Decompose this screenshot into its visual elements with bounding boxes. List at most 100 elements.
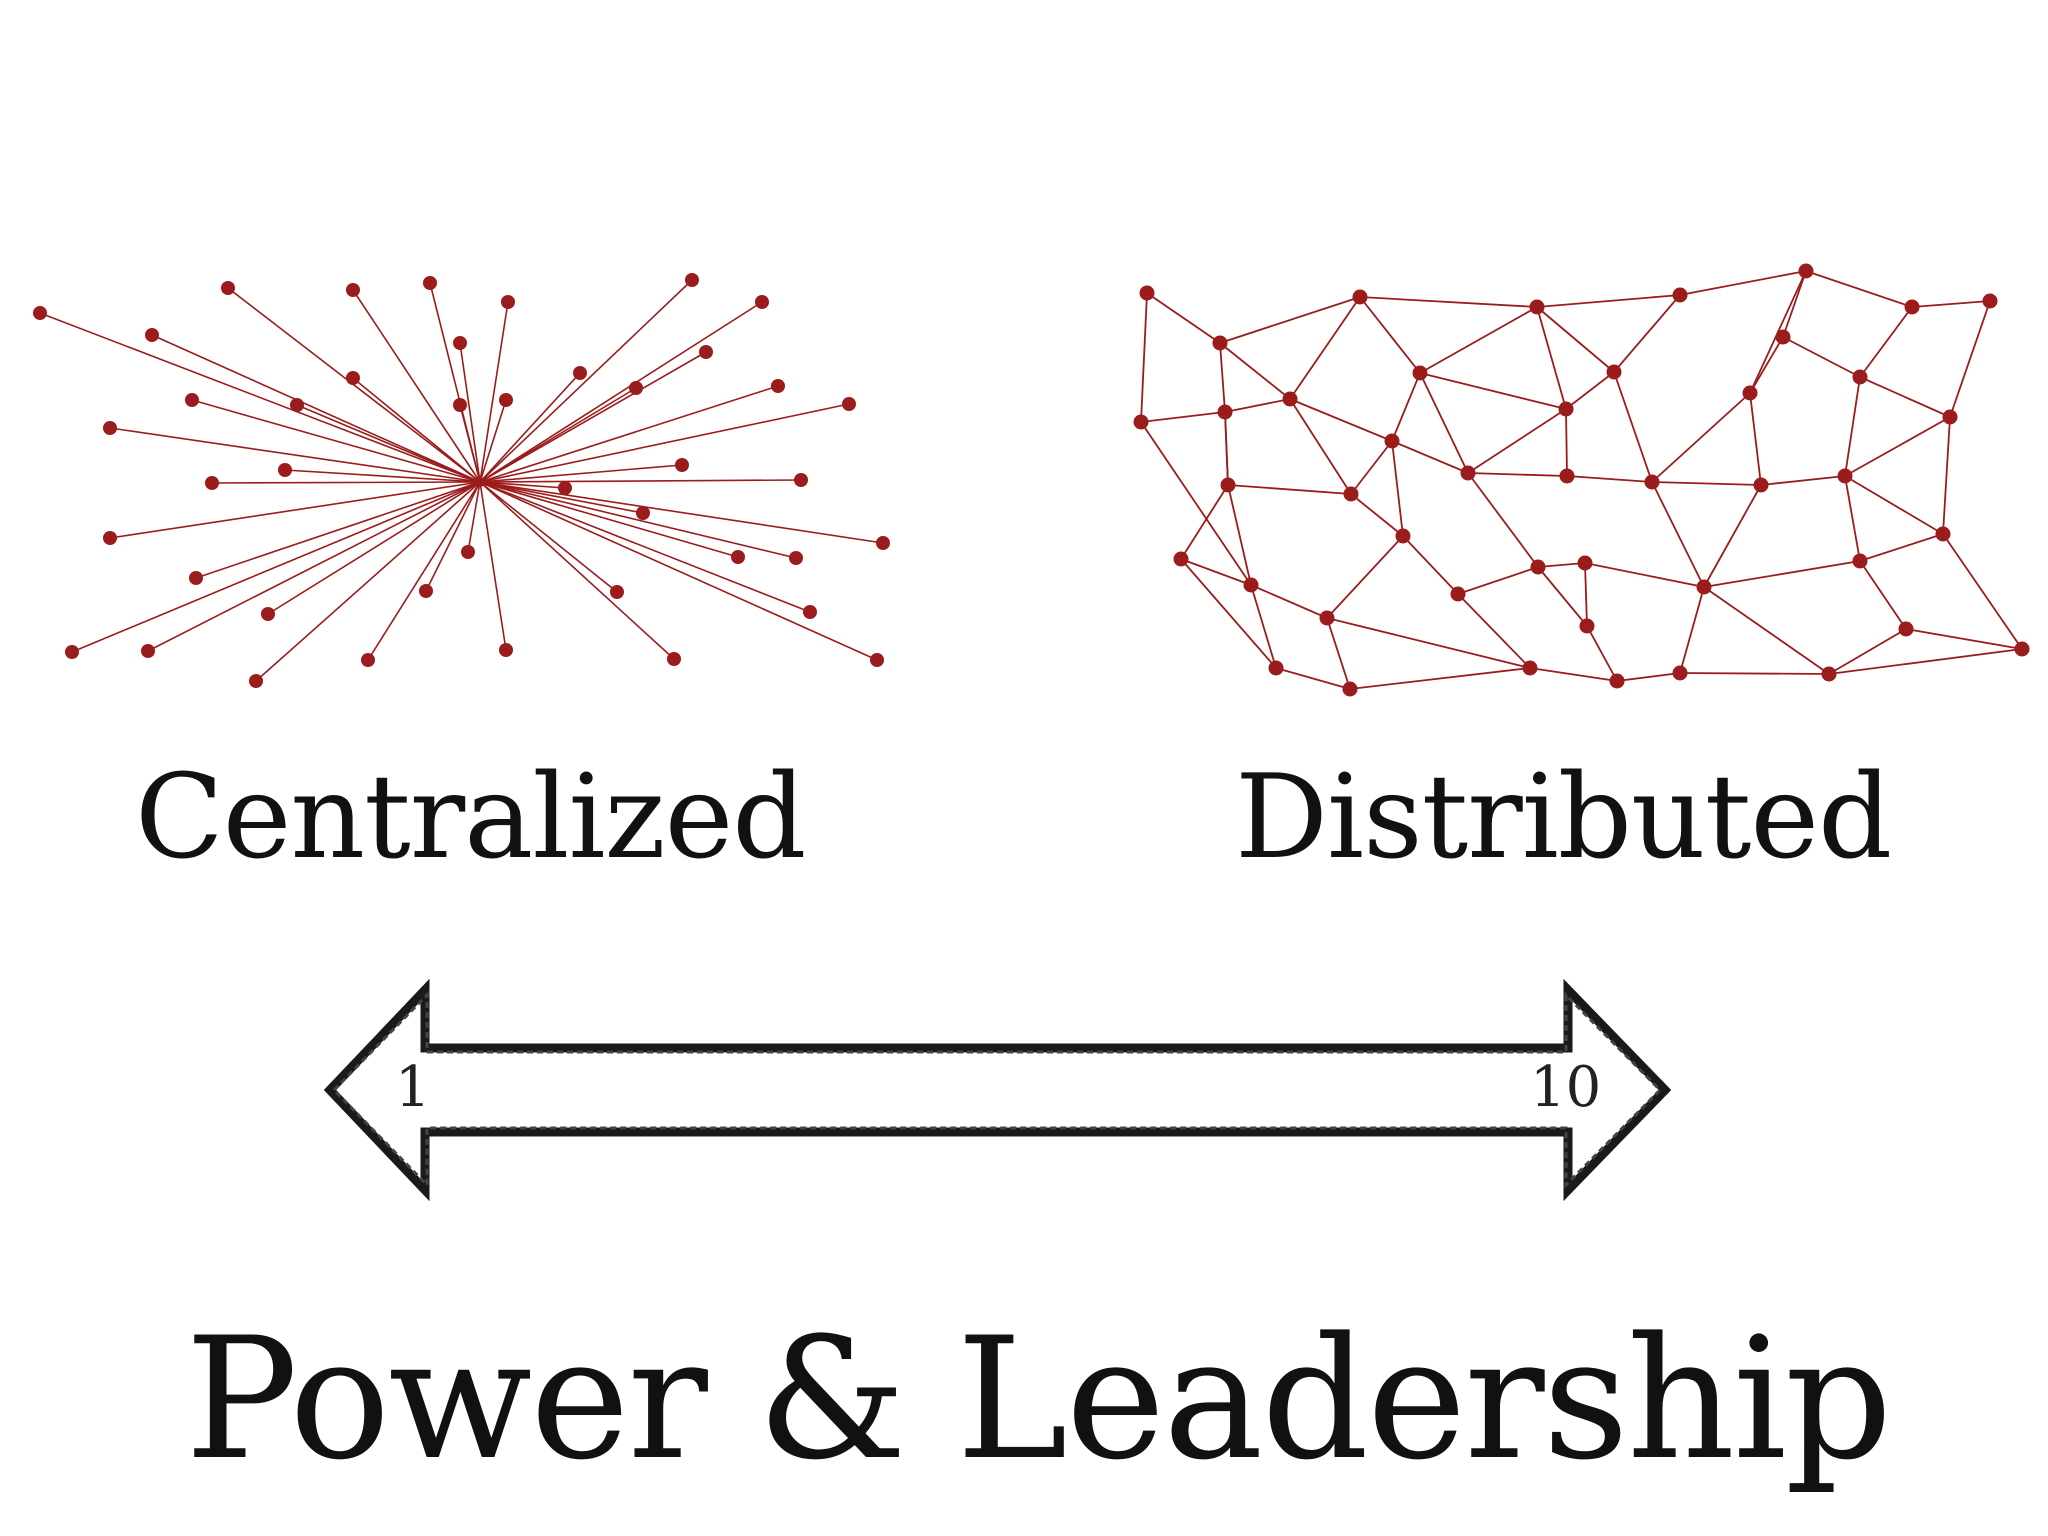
centralized-edge	[479, 385, 779, 483]
distributed-node	[1742, 385, 1758, 401]
distributed-edge	[1457, 566, 1539, 595]
centralized-node	[423, 276, 437, 290]
centralized-edge	[479, 481, 797, 559]
distributed-edge	[1844, 475, 1861, 562]
centralized-node	[636, 506, 650, 520]
centralized-edge	[151, 334, 481, 483]
centralized-edge	[479, 481, 675, 660]
centralized-edge	[255, 481, 481, 682]
distributed-edge	[1586, 625, 1618, 682]
distributed-edge	[1942, 533, 2023, 650]
centralized-node	[731, 550, 745, 564]
distributed-edge	[1391, 372, 1421, 442]
distributed-edge	[1391, 440, 1404, 537]
distributed-edge	[1859, 376, 1951, 418]
distributed-node	[1558, 401, 1574, 417]
centralized-node	[573, 366, 587, 380]
distributed-node	[1898, 621, 1914, 637]
centralized-network	[33, 273, 890, 688]
centralized-node	[876, 536, 890, 550]
distributed-edge	[1566, 475, 1653, 483]
centralized-node	[789, 551, 803, 565]
centralized-edge	[71, 481, 481, 653]
distributed-edge	[1289, 398, 1393, 442]
distributed-edge	[1949, 300, 1991, 418]
centralized-node	[346, 283, 360, 297]
distributed-node	[1342, 681, 1358, 697]
centralized-node	[103, 531, 117, 545]
distributed-node	[1935, 526, 1951, 542]
centralized-node	[141, 644, 155, 658]
centralized-edge	[191, 399, 481, 483]
distributed-node	[1821, 666, 1837, 682]
distributed-node	[1319, 610, 1335, 626]
distributed-network	[1133, 263, 2030, 697]
centralized-node	[461, 545, 475, 559]
centralized-node	[667, 652, 681, 666]
distributed-edge	[1651, 481, 1705, 588]
distributed-edge	[1359, 296, 1538, 308]
distributed-edge	[1224, 398, 1291, 413]
distributed-node	[1530, 559, 1546, 575]
distributed-edge	[1911, 300, 1991, 308]
centralized-node	[453, 336, 467, 350]
distributed-edge	[1613, 294, 1681, 373]
centralized-node	[453, 398, 467, 412]
centralized-edge	[39, 312, 481, 483]
distributed-edge	[1703, 586, 1830, 675]
centralized-edge	[479, 481, 618, 593]
distributed-edge	[1679, 270, 1807, 296]
distributed-node	[1672, 287, 1688, 303]
centralized-node	[803, 605, 817, 619]
distributed-edge	[1289, 398, 1352, 495]
distributed-edge	[1844, 416, 1951, 477]
centralized-node	[145, 328, 159, 342]
distributed-node	[1173, 551, 1189, 567]
distributed-edge	[1180, 558, 1277, 669]
centralized-node	[699, 345, 713, 359]
centralized-edge	[479, 481, 566, 489]
distributed-node	[1220, 477, 1236, 493]
centralized-node	[290, 398, 304, 412]
centralized-edge	[479, 481, 884, 544]
distributed-node	[1450, 586, 1466, 602]
centralized-node	[685, 273, 699, 287]
distributed-edge	[1651, 481, 1762, 486]
distributed-node	[1212, 335, 1228, 351]
distributed-edge	[1859, 533, 1944, 562]
distributed-edge	[1782, 270, 1807, 338]
centralized-edge	[467, 481, 481, 553]
distributed-edge	[1391, 440, 1469, 474]
distributed-edge	[1942, 416, 1951, 535]
distributed-edge	[1616, 672, 1681, 682]
centralized-node	[278, 463, 292, 477]
distributed-edge	[1703, 560, 1861, 588]
distributed-node	[1529, 299, 1545, 315]
centralized-node	[558, 481, 572, 495]
distributed-node	[1852, 369, 1868, 385]
distributed-node	[1522, 660, 1538, 676]
distributed-edge	[1326, 617, 1531, 669]
distributed-node	[1982, 293, 1998, 309]
distributed-edge	[1828, 648, 2023, 675]
distributed-edge	[1613, 371, 1653, 483]
distributed-node	[2014, 641, 2030, 657]
distributed-edge	[1805, 270, 1913, 308]
distributed-node	[1139, 285, 1155, 301]
centralized-edge	[479, 372, 581, 483]
centralized-node	[346, 371, 360, 385]
centralized-hub-node	[475, 477, 485, 487]
distributed-edge	[1250, 584, 1277, 669]
distributed-edge	[1749, 392, 1762, 486]
distributed-edge	[1359, 296, 1421, 374]
centralized-edge	[479, 481, 507, 651]
centralized-node	[419, 584, 433, 598]
distributed-edge	[1679, 672, 1830, 675]
centralized-node	[499, 643, 513, 657]
centralized-edge	[267, 481, 481, 615]
distributed-edge	[1219, 342, 1291, 400]
distributed-edge	[1859, 560, 1907, 630]
distributed-node	[1904, 299, 1920, 315]
distributed-edge	[1844, 475, 1944, 535]
